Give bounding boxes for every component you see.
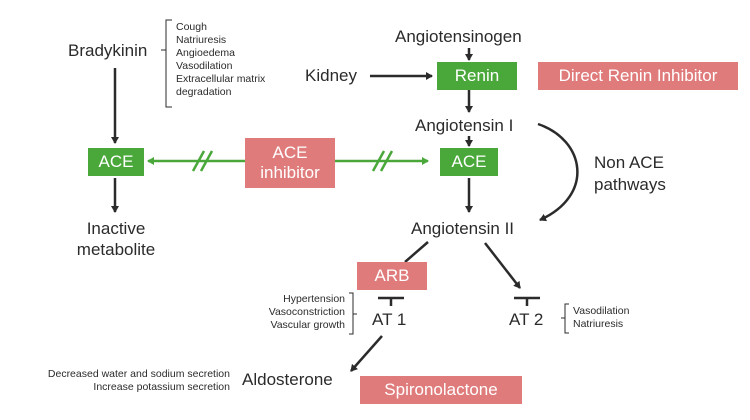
arb-box: ARB [357, 262, 427, 290]
at2-label: AT 2 [509, 310, 544, 329]
angiotensin-2-label: Angiotensin II [411, 219, 515, 238]
effect-item: Vasodilation [573, 305, 630, 317]
ace-inhibitor-box: ACE inhibitor [245, 138, 335, 188]
bradykinin-effects-list: Cough Natriuresis Angioedema Vasodilatio… [176, 21, 265, 99]
effect-item: Vasodilation [176, 60, 233, 72]
effect-item: Decreased water and sodium secretion [47, 368, 230, 380]
at2-effects-list: Vasodilation Natriuresis [573, 305, 629, 331]
brace-at1-effects [349, 292, 357, 335]
non-ace-pathways-label: Non ACE pathways [594, 153, 666, 194]
effect-item: Natriuresis [176, 34, 227, 46]
angiotensinogen-label: Angiotensinogen [395, 27, 522, 46]
effect-item: Increase potassium secretion [93, 381, 230, 393]
effect-item: Extracellular matrix [176, 73, 266, 85]
effect-item: Natriuresis [573, 318, 624, 330]
block-at1 [378, 296, 404, 306]
effect-item: degradation [176, 86, 232, 98]
effect-item: Vasoconstriction [268, 306, 345, 318]
direct-renin-inhibitor-box: Direct Renin Inhibitor [538, 62, 738, 90]
effect-item: Hypertension [283, 293, 345, 305]
arrow-non-ace-pathway [537, 122, 579, 222]
kidney-label: Kidney [305, 66, 357, 85]
bradykinin-label: Bradykinin [68, 41, 148, 60]
renin-box: Renin [437, 62, 517, 90]
brace-at2-effects [561, 303, 569, 334]
spironolactone-box: Spironolactone [360, 376, 522, 404]
aldosterone-label: Aldosterone [242, 370, 333, 389]
ace-left-box: ACE [88, 148, 144, 176]
block-at2 [514, 296, 540, 306]
arrow-angiotensin-2-to-at2 [484, 242, 521, 289]
brace-bradykinin-effects [161, 19, 172, 108]
arrow-at1-to-aldosterone [350, 335, 383, 372]
block-hash-left [191, 150, 214, 172]
effect-item: Cough [176, 21, 207, 33]
aldosterone-effects-list: Decreased water and sodium secretion Inc… [10, 368, 230, 394]
effect-item: Vascular growth [270, 319, 345, 331]
at1-effects-list: Hypertension Vasoconstriction Vascular g… [230, 293, 345, 332]
ace-right-box: ACE [440, 148, 498, 176]
inactive-metabolite-label: Inactive metabolite [76, 219, 156, 259]
at1-label: AT 1 [372, 310, 407, 329]
block-hash-right [371, 150, 394, 172]
angiotensin-1-label: Angiotensin I [415, 116, 514, 135]
arrow-angiotensin-2-to-at1 [404, 241, 429, 263]
effect-item: Angioedema [176, 47, 235, 59]
